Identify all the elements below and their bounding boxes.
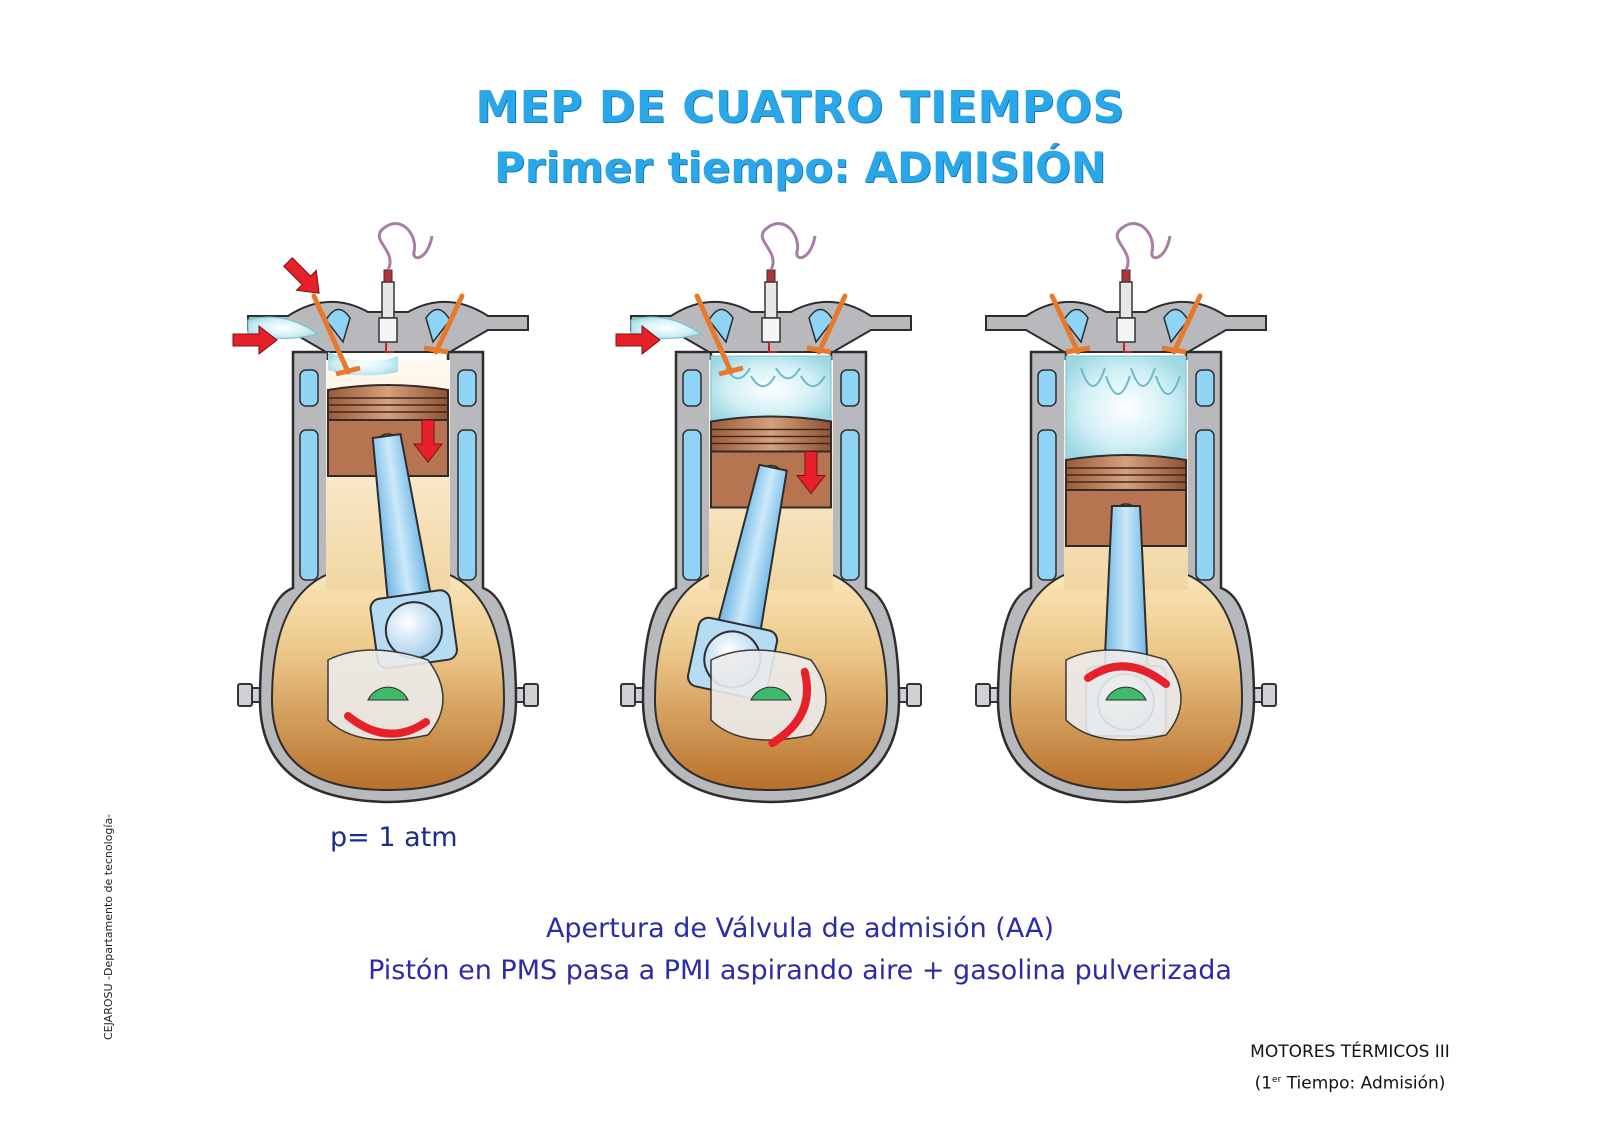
head-coolant-left — [1063, 308, 1089, 344]
mixture-swirl — [800, 375, 826, 388]
spark-plug-body — [381, 281, 395, 319]
intake-arrow-shape — [283, 257, 320, 294]
piston-motion-arrow-shape — [412, 419, 444, 463]
mixture-swirl — [1155, 375, 1181, 395]
crank-rotation-arrow — [768, 667, 812, 748]
footer: MOTORES TÉRMICOS III (1er Tiempo: Admisi… — [1200, 1038, 1500, 1098]
caption: Apertura de Válvula de admisión (AA) Pis… — [0, 908, 1600, 992]
spark-plug-electrode — [385, 342, 394, 353]
mixture-swirl — [750, 375, 776, 388]
flange-bolt — [1261, 683, 1277, 707]
piston-motion-arrow — [412, 419, 444, 463]
intake-arrow-shape — [615, 324, 661, 356]
piston-motion-arrow — [795, 451, 827, 495]
mixture-swirl — [775, 367, 801, 380]
spark-plug-electrode — [768, 342, 777, 353]
piston-crown — [327, 384, 449, 421]
coolant-jacket-left — [299, 429, 319, 581]
page-subtitle: Primer tiempo: ADMISIÓN — [493, 143, 1107, 192]
head-coolant-left — [325, 308, 351, 344]
coolant-jacket-top-right — [457, 369, 477, 407]
flange-bolt — [975, 683, 991, 707]
flange-bolt — [237, 683, 253, 707]
coolant-jacket-right — [840, 429, 860, 581]
exhaust-valve-stem — [1171, 293, 1203, 355]
piston-motion-arrow-shape — [795, 451, 827, 495]
crank-rotation-arrow — [344, 712, 430, 738]
spark-plug-body — [1119, 281, 1133, 319]
spark-plug-insulator — [1116, 317, 1136, 343]
engines-layer — [232, 222, 1277, 804]
intake-arrow — [283, 257, 320, 294]
footer-number: 1 — [1261, 1073, 1273, 1094]
flange-bolt — [523, 683, 539, 707]
exhaust-valve-head — [423, 345, 449, 355]
spark-plug-terminal — [766, 269, 776, 283]
spark-plug-insulator — [378, 317, 398, 343]
head-coolant-right — [808, 308, 834, 344]
spark-plug-body — [764, 281, 778, 319]
head-coolant-left — [708, 308, 734, 344]
exhaust-valve-head — [1161, 345, 1187, 355]
connecting-rod — [369, 433, 458, 670]
ignition-cable — [760, 222, 817, 271]
spark-plug-electrode — [1123, 342, 1132, 353]
mixture-swirl — [1130, 367, 1156, 387]
coolant-jacket-top-left — [1037, 369, 1057, 407]
intake-valve-head — [718, 365, 744, 377]
coolant-jacket-top-right — [840, 369, 860, 407]
crank-rotation-arrow — [1084, 662, 1170, 688]
footer-rest: Tiempo: Admisión) — [1281, 1073, 1446, 1094]
engine-3 — [975, 222, 1277, 804]
exhaust-valve-head — [806, 345, 832, 355]
mixture-swirl — [1080, 367, 1106, 387]
intake-arrow — [615, 324, 661, 356]
exhaust-valve-stem — [816, 293, 848, 355]
spark-plug-insulator — [761, 317, 781, 343]
air-fuel-mixture — [1065, 355, 1187, 461]
coolant-jacket-left — [682, 429, 702, 581]
crank-counterweight — [750, 686, 792, 701]
flange-bolt — [906, 683, 922, 707]
side-credit: CEJAROSU -Departamento de tecnología- — [102, 813, 115, 1040]
coolant-jacket-right — [1195, 429, 1215, 581]
coolant-jacket-top-left — [682, 369, 702, 407]
page-title: MEP DE CUATRO TIEMPOS — [475, 82, 1125, 133]
intake-valve-stem — [694, 293, 734, 375]
spark-plug-terminal — [1121, 269, 1131, 283]
ignition-cable — [1115, 222, 1172, 271]
intake-valve-head — [1065, 345, 1091, 355]
footer-subtitle: (1er Tiempo: Admisión) — [1254, 1073, 1446, 1094]
piston-crown — [1065, 454, 1187, 491]
crank-counterweight — [1105, 686, 1147, 701]
head-coolant-right — [1163, 308, 1189, 344]
coolant-jacket-top-right — [1195, 369, 1215, 407]
coolant-jacket-top-left — [299, 369, 319, 407]
coolant-jacket-left — [1037, 429, 1057, 581]
footer-ordinal: er — [1272, 1075, 1282, 1085]
piston-crown — [710, 415, 832, 453]
coolant-jacket-right — [457, 429, 477, 581]
crank-counterweight — [367, 686, 409, 701]
caption-line-2: Pistón en PMS pasa a PMI aspirando aire … — [368, 955, 1232, 986]
intake-valve-stem — [311, 293, 351, 375]
intake-valve-stem — [1049, 293, 1081, 355]
intake-arrow-shape — [232, 324, 278, 356]
title-block: MEP DE CUATRO TIEMPOS Primer tiempo: ADM… — [0, 78, 1600, 198]
intake-valve-head — [335, 365, 361, 377]
engine-2 — [615, 222, 922, 804]
caption-line-1: Apertura de Válvula de admisión (AA) — [545, 913, 1055, 944]
footer-title: MOTORES TÉRMICOS III — [1250, 1042, 1450, 1062]
flange-bolt — [620, 683, 636, 707]
ignition-cable — [377, 222, 434, 271]
mixture-swirl — [1105, 375, 1131, 395]
engine-1 — [232, 222, 539, 804]
spark-plug-terminal — [383, 269, 393, 283]
head-coolant-right — [425, 308, 451, 344]
pressure-label: p= 1 atm — [330, 822, 458, 853]
exhaust-valve-stem — [433, 293, 465, 355]
intake-arrow — [232, 324, 278, 356]
